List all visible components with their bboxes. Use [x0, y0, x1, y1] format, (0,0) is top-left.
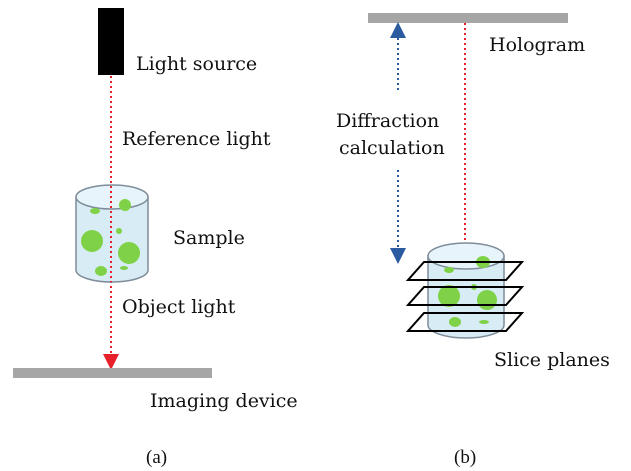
slice-planes-label: Slice planes: [494, 349, 610, 371]
cylinder-top: [427, 242, 505, 270]
caption-b: (b): [454, 447, 477, 468]
slice-plane-top: [405, 261, 525, 281]
light-source-block: [98, 8, 124, 75]
reference-light-label: Reference light: [122, 128, 271, 150]
particle: [95, 266, 107, 276]
slice-plane-bottom: [405, 312, 525, 332]
imaging-device-bar: [13, 368, 212, 378]
particle: [477, 290, 497, 310]
diffraction-calculation-label-line1: Diffraction: [336, 110, 440, 132]
slice-plane-middle: [405, 286, 525, 306]
light-source-label: Light source: [136, 53, 258, 75]
hologram-label: Hologram: [489, 34, 586, 56]
sample-label: Sample: [173, 227, 245, 249]
particle: [81, 230, 103, 252]
particle: [119, 199, 131, 211]
caption-a: (a): [146, 447, 168, 468]
particle: [479, 320, 489, 324]
sample-cylinder: [75, 184, 149, 283]
imaging-device-label: Imaging device: [150, 390, 298, 412]
particle: [444, 267, 454, 273]
particle: [449, 317, 461, 327]
hologram-bar: [368, 13, 568, 23]
particle: [90, 208, 100, 214]
cylinder-body: [427, 255, 505, 339]
panel-b: [368, 13, 568, 339]
sliced-sample: [405, 242, 525, 339]
particle: [120, 266, 128, 270]
particle: [116, 228, 122, 234]
particle: [118, 242, 140, 264]
object-light-label: Object light: [122, 296, 236, 318]
particle: [438, 285, 460, 307]
panel-a: [13, 8, 212, 378]
diffraction-calculation-label-line2: calculation: [339, 137, 445, 159]
